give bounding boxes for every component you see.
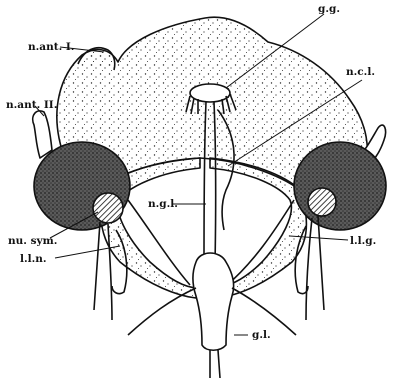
left-anterior-stalk xyxy=(33,111,52,158)
top-ganglion-gg xyxy=(190,84,230,102)
right-nucleus-sym xyxy=(308,188,336,216)
label-gl: g.l. xyxy=(252,329,271,341)
label-ngl: n.g.l. xyxy=(148,198,178,210)
label-n-ant-2: n.ant. II. xyxy=(6,99,57,111)
label-ncl: n.c.l. xyxy=(346,66,375,78)
label-n-ant-1: n.ant. I. xyxy=(28,41,74,53)
right-dark-ganglion xyxy=(294,142,386,230)
right-lateral-nerve xyxy=(306,216,324,320)
label-nu-sym: nu. sym. xyxy=(8,235,57,247)
lower-tail xyxy=(210,350,220,378)
label-llg: l.l.g. xyxy=(350,235,376,247)
left-lateral-nerve xyxy=(94,222,112,320)
lower-branch-right xyxy=(232,288,296,335)
lower-ganglion-gl xyxy=(193,253,234,350)
label-lln: l.l.n. xyxy=(20,253,47,265)
left-nucleus-sym xyxy=(93,193,123,223)
label-gg: g.g. xyxy=(318,3,340,15)
